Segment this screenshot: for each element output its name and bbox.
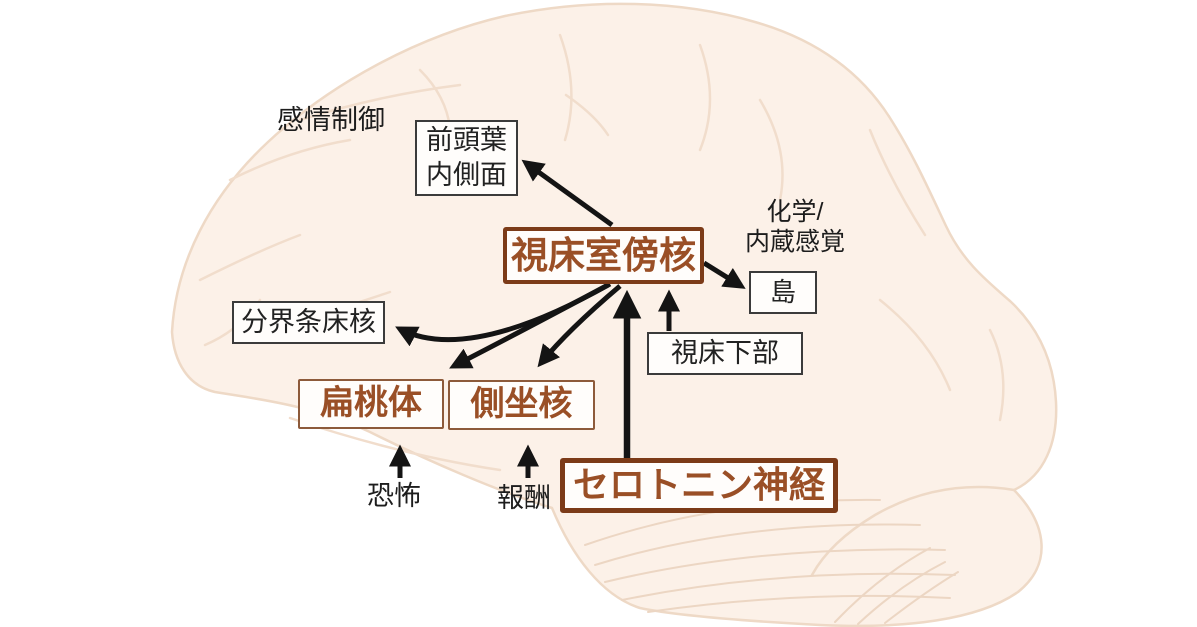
node-insula: 島 [749,271,817,314]
node-bnst: 分界条床核 [232,301,385,344]
label-emotion-control: 感情制御 [277,105,385,135]
pathway-arrows [388,159,746,478]
node-serotonin-neuron: セロトニン神経 [560,458,838,513]
label-reward: 報酬 [497,483,551,513]
arrow-pvt-to-amygdala [449,282,610,369]
arrow-pvt-to-insula [702,260,746,289]
cerebellum-texture [584,485,1016,625]
arrow-pvt-to-prefrontal [521,159,614,228]
node-hypothalamus: 視床下部 [647,332,803,375]
node-accumbens: 側坐核 [448,380,595,430]
node-paraventricular-thalamus: 視床室傍核 [503,227,704,284]
label-chemical-visceral: 化学/ 内蔵感覚 [744,198,845,256]
arrow-pvt-to-accumbens [537,284,622,368]
label-fear: 恐怖 [367,481,421,511]
node-medial-prefrontal: 前頭葉 内側面 [415,120,518,196]
node-amygdala: 扁桃体 [298,379,444,429]
